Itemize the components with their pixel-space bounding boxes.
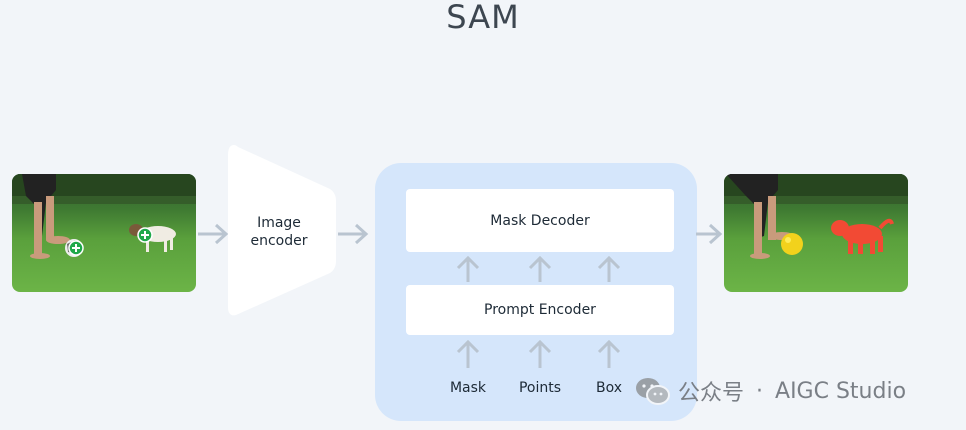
- page-title: SAM: [446, 0, 520, 36]
- mask-decoder-label: Mask Decoder: [490, 212, 590, 229]
- arrow-up-icon: [456, 339, 480, 368]
- watermark-separator: ·: [756, 378, 764, 404]
- input-image: [12, 174, 196, 292]
- point-marker-icon: [68, 240, 84, 256]
- arrow-up-icon: [528, 339, 552, 368]
- arrow-up-icon: [528, 255, 552, 282]
- segmented-ball: [781, 233, 803, 255]
- prompt-input-points: Points: [518, 380, 562, 396]
- image-encoder-label-line1: Image: [257, 215, 301, 231]
- watermark: 公众号 · AIGC Studio: [634, 374, 906, 408]
- segmented-dog: [831, 218, 894, 254]
- arrow-right-icon: [696, 223, 723, 245]
- arrow-right-icon: [338, 223, 369, 245]
- wechat-icon: [636, 378, 670, 405]
- mask-decoder-box: Mask Decoder: [406, 189, 674, 252]
- image-encoder-label: Image encoder: [240, 214, 318, 250]
- arrow-up-icon: [597, 339, 621, 368]
- point-marker-icon: [137, 227, 153, 243]
- arrow-right-icon: [198, 223, 229, 245]
- image-encoder-label-line2: encoder: [250, 233, 308, 249]
- arrow-up-icon: [456, 255, 480, 282]
- arrow-up-icon: [597, 255, 621, 282]
- output-image: [724, 174, 908, 292]
- watermark-name: AIGC Studio: [775, 378, 907, 404]
- prompt-input-mask: Mask: [449, 380, 487, 396]
- prompt-encoder-label: Prompt Encoder: [484, 302, 596, 318]
- image-encoder-block: [228, 145, 336, 316]
- watermark-prefix: 公众号: [678, 381, 745, 406]
- prompt-encoder-box: Prompt Encoder: [406, 285, 674, 335]
- prompt-input-box: Box: [595, 380, 623, 396]
